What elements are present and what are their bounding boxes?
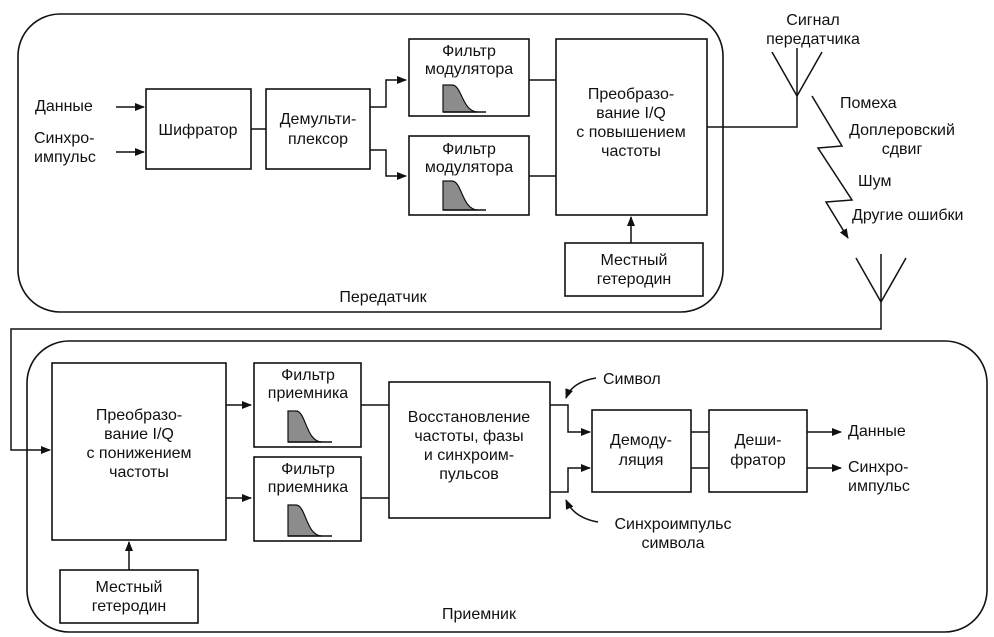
rx-local-oscillator-block [59,569,199,624]
demux-label: Демульти-плексор [280,111,357,148]
decoder-block [708,409,808,493]
symbol-label: Символ [603,371,661,388]
mod-filter-bottom-block [408,135,530,216]
symbol-sync-pointer-arrow [565,499,599,523]
impairment-other: Другие ошибки [852,207,963,224]
mod-filter-top-block [408,38,530,117]
recovery-block [388,381,551,519]
receiver-panel [26,340,988,633]
demodulation-block [591,409,692,493]
demux-block [265,88,371,170]
channel-path-icon [811,95,854,239]
impairment-interference: Помеха [840,95,897,112]
transmitter-label: Передатчик [339,289,427,306]
decoder-label: Деши-фратор [730,432,786,469]
tx-local-oscillator-block [564,242,704,297]
demodulation-label: Демоду-ляция [610,432,672,469]
tx-antenna-icon [771,48,823,97]
symbol-pointer-arrow [565,377,597,399]
impairment-noise: Шум [858,173,891,190]
encoder-label: Шифратор [158,122,237,139]
receiver-label: Приемник [442,606,517,623]
rx-antenna-icon [855,254,907,303]
rx-data-output-label: Данные [848,423,906,440]
rx-sync-output-label: Синхро-импульс [848,459,910,495]
encoder-block [145,88,252,170]
tx-data-input-label: Данные [35,98,93,115]
transmitter-panel [17,13,724,313]
iq-downconverter-block [51,362,227,541]
transmitter-section: Передатчик Данные Синхро-импульс Шифрато… [17,13,798,313]
tx-sync-input-label: Синхро-импульс [34,130,96,166]
